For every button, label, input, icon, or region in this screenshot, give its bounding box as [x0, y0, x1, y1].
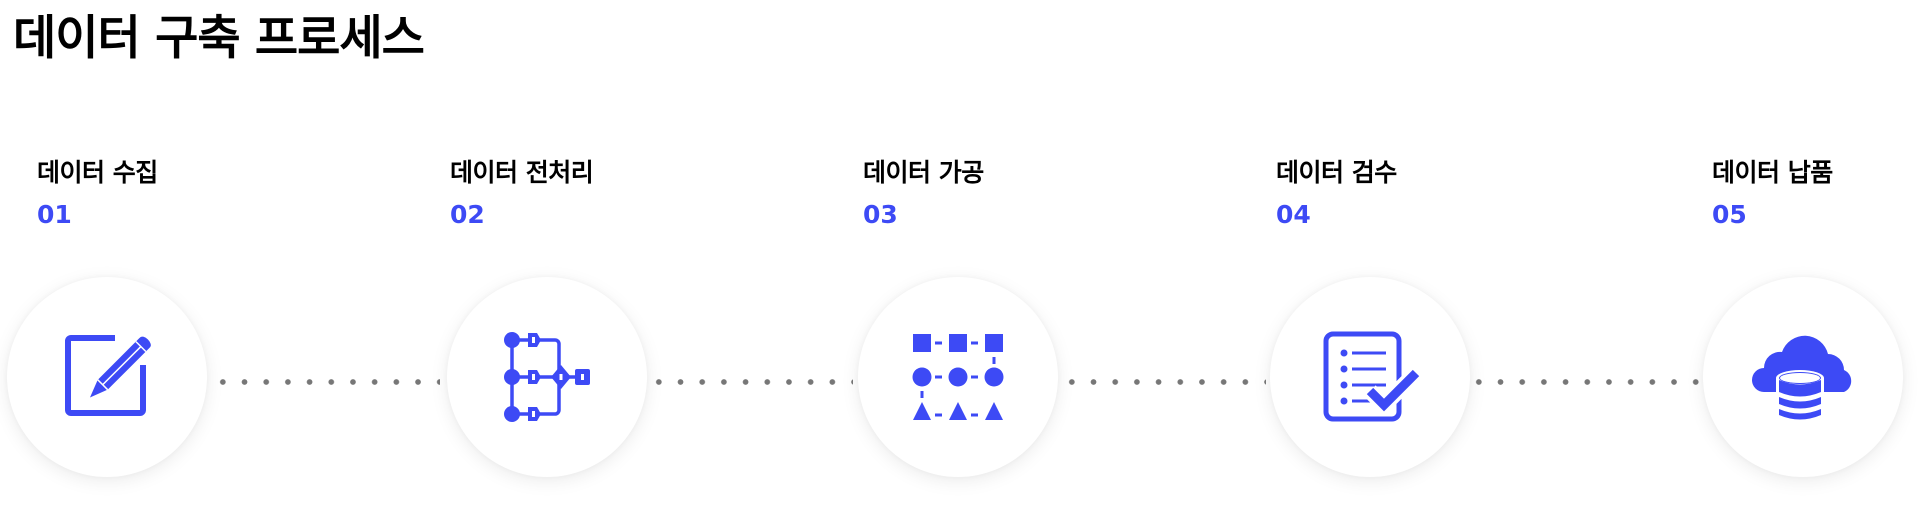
step-1-circle — [7, 277, 207, 477]
step-2-heading: 데이터 전처리 02 — [450, 155, 594, 233]
step-4-label: 데이터 검수 — [1276, 158, 1397, 187]
connector-3-4 — [1061, 379, 1266, 385]
step-4-circle — [1270, 277, 1470, 477]
step-5-label: 데이터 납품 — [1712, 158, 1833, 187]
step-5-circle — [1703, 277, 1903, 477]
cloud-database-icon — [1752, 335, 1852, 425]
connector-4-5 — [1468, 379, 1700, 385]
step-4-number: 04 — [1276, 200, 1311, 229]
page-title: 데이터 구축 프로세스 — [13, 11, 425, 66]
step-5-heading: 데이터 납품 05 — [1712, 155, 1833, 233]
step-1-heading: 데이터 수집 01 — [37, 155, 158, 233]
edit-note-icon — [65, 335, 151, 416]
step-2-number: 02 — [450, 200, 485, 229]
step-2-circle — [447, 277, 647, 477]
flowchart-icon — [504, 332, 590, 422]
step-3-number: 03 — [863, 200, 898, 229]
connector-1-2 — [212, 379, 440, 385]
shapes-grid-icon — [912, 334, 1004, 420]
step-1-label: 데이터 수집 — [37, 158, 158, 187]
step-4-heading: 데이터 검수 04 — [1276, 155, 1397, 233]
checklist-icon — [1323, 331, 1420, 422]
step-1-number: 01 — [37, 200, 72, 229]
step-5-number: 05 — [1712, 200, 1747, 229]
step-3-label: 데이터 가공 — [863, 158, 984, 187]
step-3-heading: 데이터 가공 03 — [863, 155, 984, 233]
step-2-label: 데이터 전처리 — [450, 158, 594, 187]
connector-2-3 — [648, 379, 853, 385]
step-3-circle — [858, 277, 1058, 477]
